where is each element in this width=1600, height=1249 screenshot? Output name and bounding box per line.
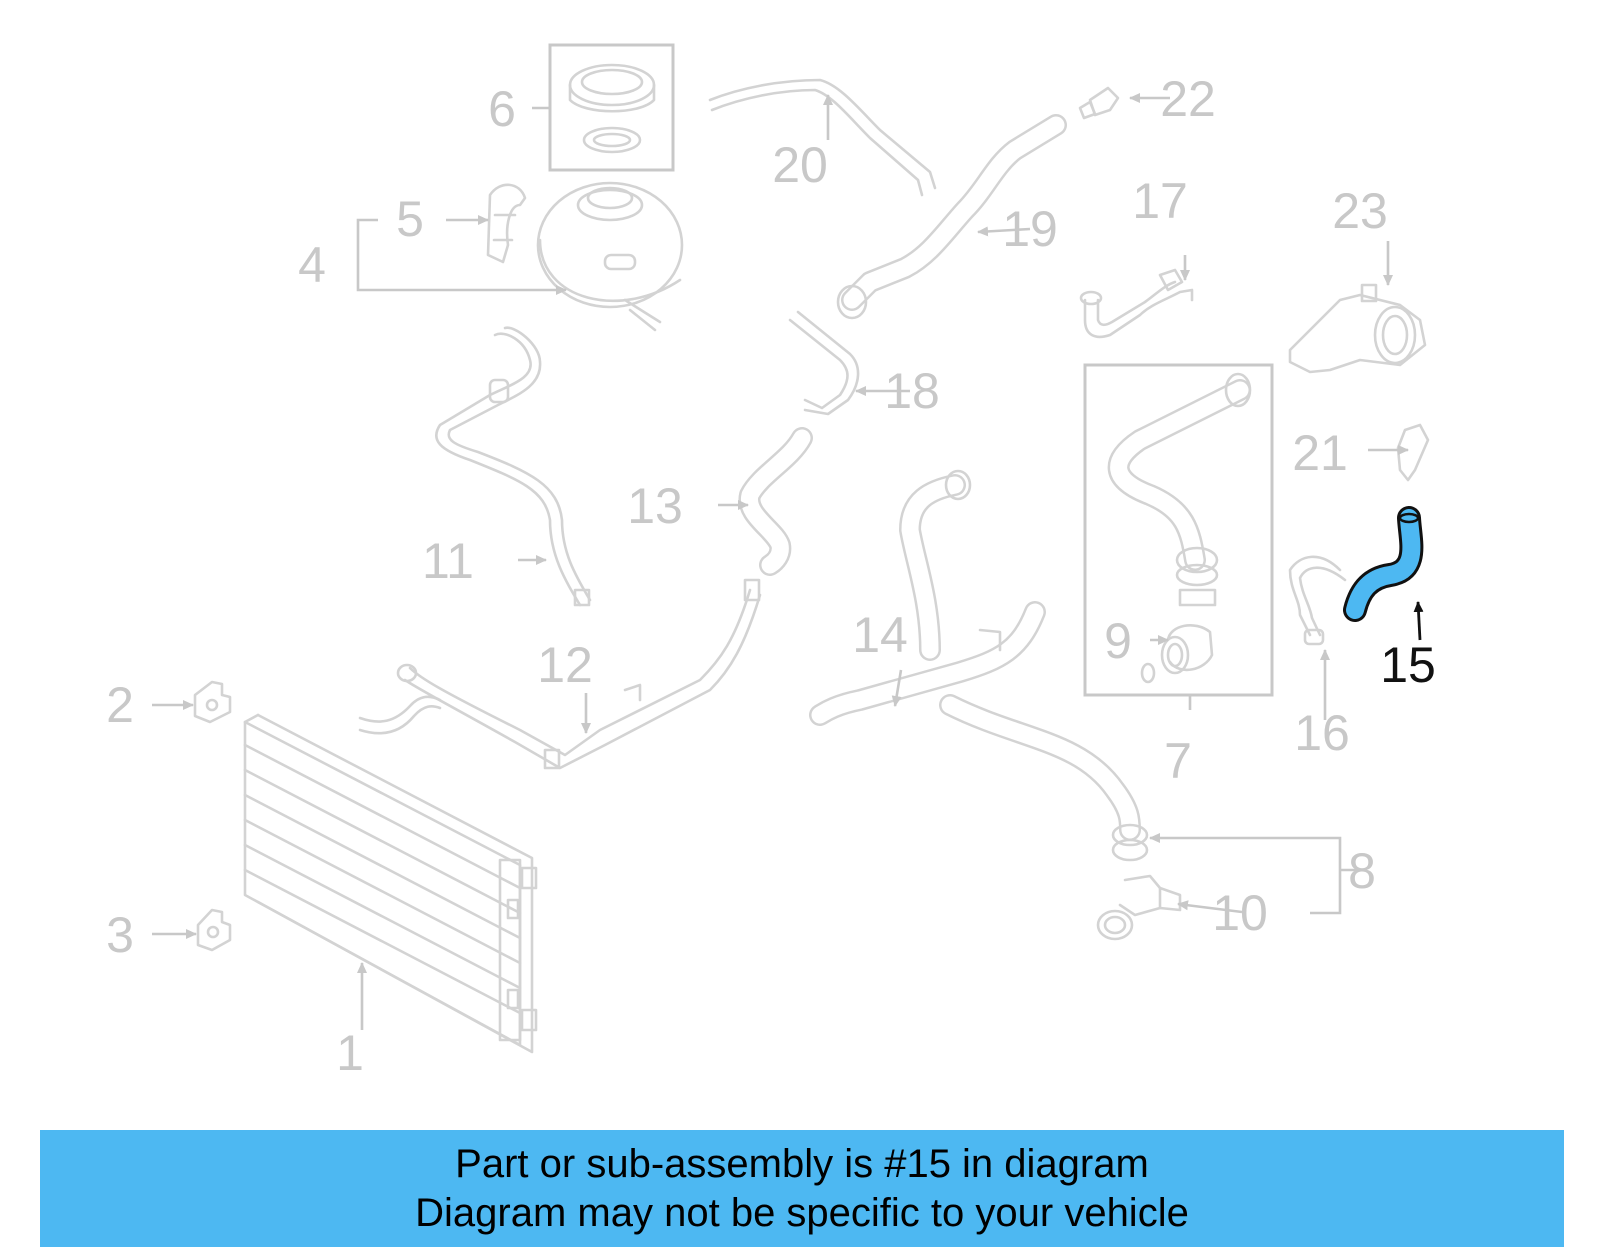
part-7-hose-kit [1083, 363, 1274, 697]
part-3-bracket [196, 908, 232, 952]
callout-22: 22 [1160, 71, 1216, 127]
callout-19: 19 [1002, 201, 1058, 257]
callout-18: 18 [884, 363, 940, 419]
part-19-hose [836, 114, 1067, 320]
part-6-cap [548, 43, 675, 172]
callout-8: 8 [1348, 843, 1376, 899]
part-15-hose-highlighted [1343, 506, 1424, 622]
part-18-hose [788, 310, 860, 416]
callout-14: 14 [852, 607, 908, 663]
callout-15: 15 [1380, 637, 1436, 693]
leader-lines [152, 93, 1424, 1030]
part-9-flange [1140, 624, 1214, 684]
callout-17: 17 [1132, 173, 1188, 229]
callout-21: 21 [1292, 425, 1348, 481]
callout-13: 13 [627, 478, 683, 534]
banner-line-2: Diagram may not be specific to your vehi… [415, 1191, 1189, 1235]
callout-4: 4 [298, 237, 326, 293]
part-11-pipe [434, 326, 592, 607]
callout-labels: 1 2 3 4 5 6 7 8 9 10 11 12 13 14 15 16 1… [106, 71, 1436, 1081]
part-14-hose [809, 469, 1046, 726]
callout-16: 16 [1294, 705, 1350, 761]
callout-2: 2 [106, 677, 134, 733]
info-banner: Part or sub-assembly is #15 in diagram D… [40, 1130, 1564, 1247]
part-4-reservoir [536, 181, 684, 332]
callout-6: 6 [488, 81, 516, 137]
callout-5: 5 [396, 191, 424, 247]
callout-10: 10 [1212, 885, 1268, 941]
part-17-hose [1079, 268, 1194, 339]
part-10-connector [1096, 874, 1182, 941]
part-5-cover [486, 183, 527, 264]
part-12-pipe [358, 578, 762, 770]
callout-11: 11 [422, 533, 474, 589]
part-23-housing [1288, 283, 1427, 374]
part-22-fitting [1078, 86, 1120, 120]
callout-1: 1 [336, 1025, 364, 1081]
part-8-hose [939, 694, 1149, 862]
callout-3: 3 [106, 907, 134, 963]
callout-12: 12 [537, 637, 593, 693]
callout-20: 20 [772, 137, 828, 193]
part-20-hose [708, 78, 937, 197]
part-1-radiator [243, 713, 538, 1054]
banner-line-1: Part or sub-assembly is #15 in diagram [455, 1142, 1149, 1186]
callout-23: 23 [1332, 183, 1388, 239]
part-21-fitting [1396, 423, 1430, 482]
part-13-hose [738, 427, 813, 576]
part-2-bracket [193, 680, 232, 724]
parts-diagram: 1 2 3 4 5 6 7 8 9 10 11 12 13 14 15 16 1… [106, 43, 1436, 1081]
callout-7: 7 [1164, 733, 1192, 789]
part-16-pipe [1288, 555, 1347, 646]
callout-9: 9 [1104, 613, 1132, 669]
